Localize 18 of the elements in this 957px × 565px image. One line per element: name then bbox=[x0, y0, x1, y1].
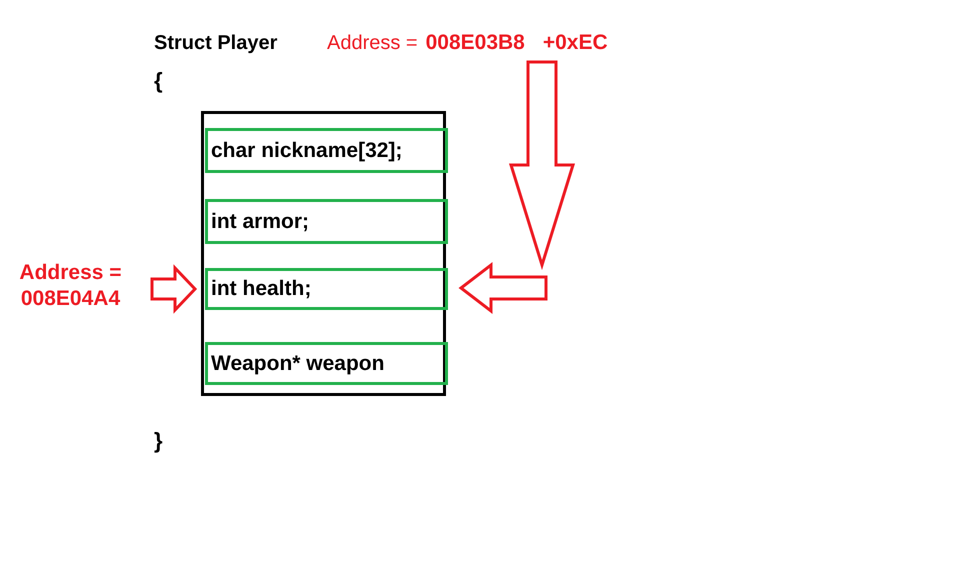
field-declaration: int health; bbox=[210, 277, 312, 301]
field-declaration: char nickname[32]; bbox=[210, 138, 402, 162]
field-box bbox=[205, 268, 448, 310]
address-label: Address = bbox=[327, 32, 418, 54]
field-box bbox=[205, 199, 448, 244]
block-arrow bbox=[458, 60, 576, 314]
struct-box bbox=[201, 111, 446, 396]
close-brace: } bbox=[154, 428, 163, 454]
field-declaration: int armor; bbox=[210, 210, 310, 234]
struct-name: Struct Player bbox=[154, 32, 278, 55]
open-brace: { bbox=[154, 68, 163, 94]
block-arrow bbox=[150, 264, 198, 314]
address-value: 008E03B8 bbox=[426, 31, 525, 54]
address-text: Address = 008E04A4 bbox=[18, 260, 123, 312]
offset-value: +0xEC bbox=[542, 31, 608, 54]
field-declaration: Weapon* weapon bbox=[210, 352, 384, 376]
field-box bbox=[205, 128, 448, 173]
field-box bbox=[205, 342, 448, 385]
